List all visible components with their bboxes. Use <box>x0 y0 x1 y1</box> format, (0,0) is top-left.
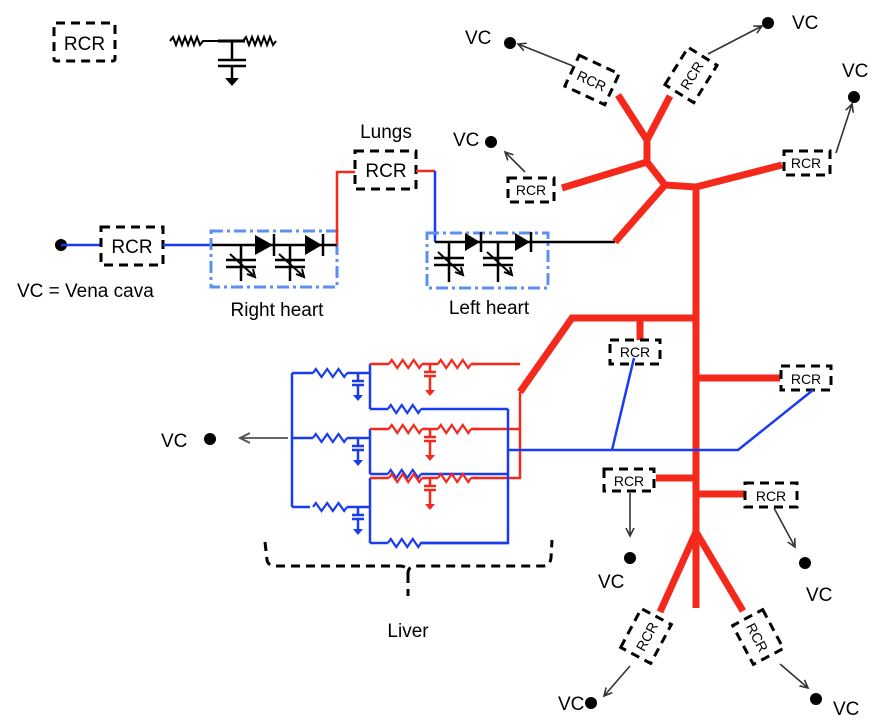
valve-diode-icon <box>465 233 480 251</box>
rcr-left-branch-vessel: RCR <box>506 176 556 204</box>
svg-text:RCR: RCR <box>791 371 821 387</box>
vc-definition-label: VC = Vena cava <box>17 281 154 302</box>
resistor-icon <box>387 468 422 480</box>
rcr-upper-right-vessel: RCR <box>782 149 832 177</box>
vc-label: VC <box>806 585 832 606</box>
ground-icon <box>425 455 435 461</box>
resistor-icon <box>312 432 348 444</box>
left-heart-label: Left heart <box>449 298 530 319</box>
vc-node-icon <box>799 557 811 569</box>
variable-capacitor-icon <box>226 245 257 281</box>
vc-node-icon <box>810 693 822 705</box>
ground-icon <box>353 395 363 401</box>
arterial-tree <box>517 93 783 614</box>
vc-node-icon <box>485 136 497 148</box>
resistor-icon <box>312 501 348 513</box>
resistor-icon <box>437 423 472 435</box>
valve-diode-icon <box>255 235 273 255</box>
vc-node-icon <box>585 697 597 709</box>
ground-icon <box>425 390 435 396</box>
resistor-icon <box>387 537 422 549</box>
resistor-icon <box>388 423 423 435</box>
svg-text:RCR: RCR <box>620 344 650 360</box>
vc-node-icon <box>624 552 636 564</box>
liver-units <box>312 358 508 549</box>
vc-label: VC <box>792 13 818 34</box>
right-heart-block <box>209 229 339 289</box>
variable-capacitor-icon <box>275 245 306 281</box>
rcr-upper-left-vessel: RCR <box>562 53 622 107</box>
rcr-bottom-left-vessel: RCR <box>618 606 674 666</box>
resistor-icon <box>437 472 472 484</box>
resistor-icon <box>388 472 423 484</box>
svg-text:RCR: RCR <box>111 237 152 258</box>
legend-rcr-box: RCR <box>52 21 117 63</box>
vc-label: VC <box>453 130 479 151</box>
liver-label: Liver <box>387 621 429 642</box>
vc-label: VC <box>598 572 624 593</box>
svg-text:RCR: RCR <box>633 619 661 653</box>
resistor-icon <box>387 403 422 415</box>
svg-text:RCR: RCR <box>574 67 608 94</box>
svg-text:RCR: RCR <box>677 58 707 92</box>
vc-label: VC <box>842 61 868 82</box>
rcr-upper-mid-vessel: RCR <box>662 45 720 105</box>
valve-diode-icon <box>515 233 530 251</box>
rcr-bottom-right-vessel: RCR <box>730 607 786 667</box>
svg-text:RCR: RCR <box>743 620 771 654</box>
liver-brace <box>263 539 554 596</box>
vc-node-icon <box>848 91 860 103</box>
rcr-lungs-block: RCR <box>353 149 418 191</box>
vc-node-icon <box>504 37 516 49</box>
svg-text:RCR: RCR <box>756 488 786 504</box>
vc-label: VC <box>161 431 187 452</box>
rcr-mid-right-vessel: RCR <box>779 364 833 392</box>
vc-label: VC <box>833 699 859 720</box>
ground-icon <box>353 529 363 535</box>
rcr-lower-right-vessel: RCR <box>743 481 799 509</box>
valve-diode-icon <box>305 235 322 255</box>
rcr-lower-left-vessel: RCR <box>602 467 656 493</box>
vc-label: VC <box>465 28 491 49</box>
vc-label: VC <box>558 694 584 715</box>
svg-text:RCR: RCR <box>516 182 546 198</box>
ground-icon <box>425 504 435 510</box>
svg-text:RCR: RCR <box>614 473 644 489</box>
resistor-icon <box>388 358 423 370</box>
ground-icon <box>353 460 363 466</box>
rcr-circuit-symbol-icon <box>169 34 277 86</box>
variable-capacitor-icon <box>483 242 514 282</box>
svg-text:RCR: RCR <box>791 155 821 171</box>
resistor-icon <box>437 358 472 370</box>
variable-capacitor-icon <box>434 242 465 282</box>
vc-node-icon <box>762 17 774 29</box>
vc-node-icon <box>204 433 216 445</box>
lungs-label: Lungs <box>360 122 412 143</box>
rcr-mid-left-vessel: RCR <box>608 338 662 366</box>
legend-rcr-label: RCR <box>64 34 105 55</box>
svg-text:RCR: RCR <box>365 161 406 182</box>
right-heart-label: Right heart <box>231 300 325 321</box>
rcr-venous-block: RCR <box>99 225 165 267</box>
resistor-icon <box>312 367 348 379</box>
left-heart-block <box>425 231 615 290</box>
